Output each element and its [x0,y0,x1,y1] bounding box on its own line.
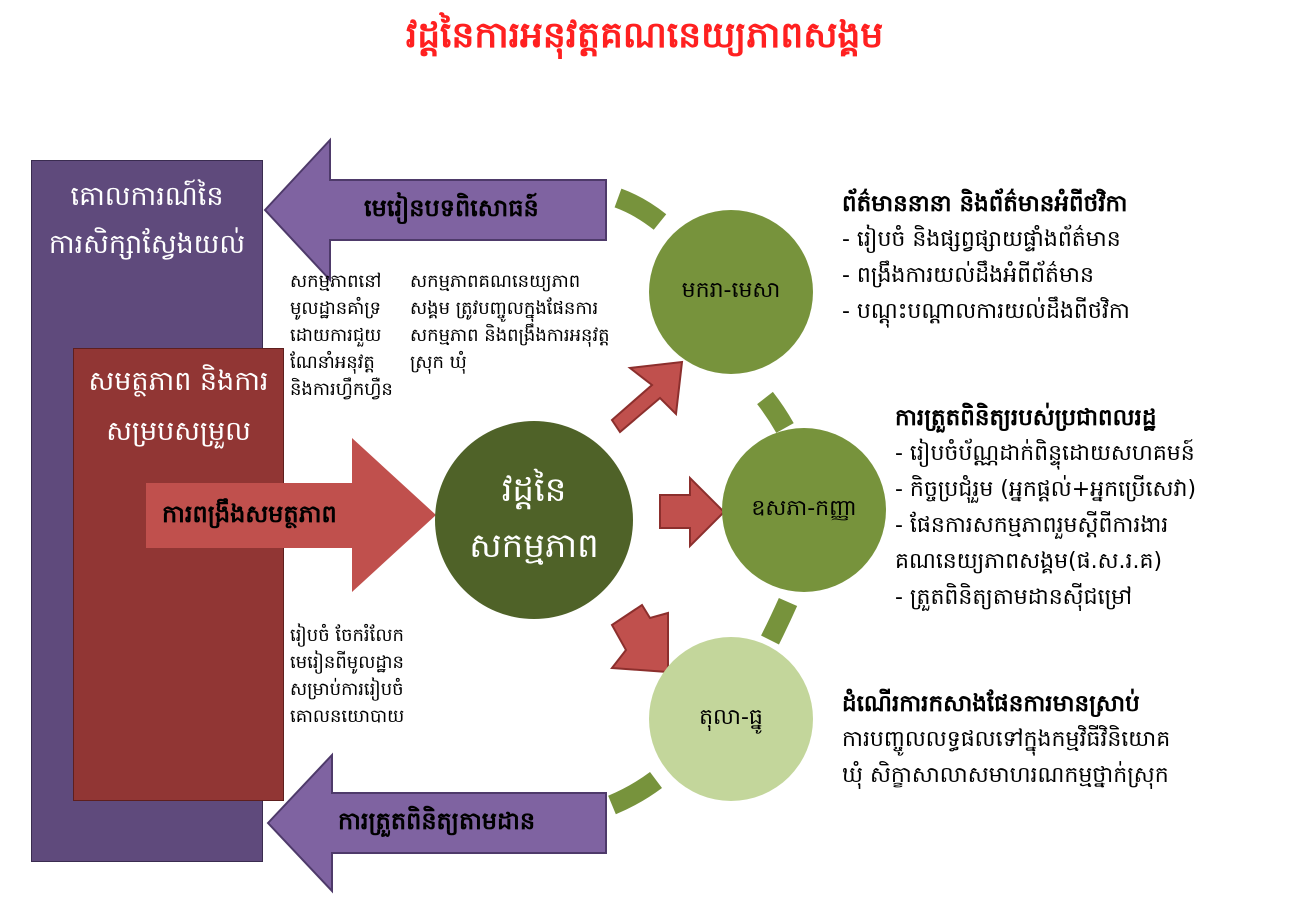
ring-segment-bottom [608,771,662,815]
info-item: - បណ្តុះបណ្តាលការយល់ដឹងពីថវិកា [842,299,1130,324]
planning-item: ឃុំ សិក្ខាសាលាសមាហរណកម្មថ្នាក់ស្រុក [842,763,1169,788]
note-line: ដោយការជួយ [290,325,382,346]
capacity-building-arrow [146,438,436,592]
policy-line-2: ការសិក្សាស្វែងយល់ [48,229,246,260]
middle-circle-label: ឧសភា-កញ្ញា [751,496,857,521]
top-circle [649,210,813,374]
monitoring-item: - កិច្ចប្រជុំរួម (អ្នកផ្តល់+អ្នកប្រើសេវា… [895,477,1197,502]
note-line: ណែនាំអនុវត្ត [290,352,375,373]
monitoring-item: - ត្រួតពិនិត្យតាមដានស៊ីជម្រៅ [895,585,1133,610]
top-circle-label: មករា-មេសា [681,278,781,303]
note-line: សកម្មភាពនៅ [290,271,382,292]
note-line: គោលនយោបាយ [290,706,405,727]
notes-bottom: រៀបចំ ចែករំលែក មេរៀនពីមូលដ្ឋាន សម្រាប់កា… [290,622,404,730]
note-line: មេរៀនពីមូលដ្ឋាន [290,652,404,673]
note-line: សម្រាប់ការរៀបចំ [290,679,404,700]
capacity-building-label: ការពង្រឹងសមត្ថភាព [162,500,337,528]
monitoring-item: - ផែនការសកម្មភាពរួមស្តីពីការងារ [895,513,1169,538]
center-label-line-2: សកម្មភាព [469,526,599,566]
bottom-circle-label: តុលា-ធ្នូ [699,705,763,730]
bottom-circle [649,637,813,801]
note-line: សង្គម ត្រូវបញ្ចូលក្នុងផែនការ [410,298,599,319]
middle-circle [722,428,886,592]
monitoring-item: គណនេយ្យភាពសង្គម(ផ.ស.រ.គ) [895,549,1163,574]
note-line: មូលដ្ឋានគាំទ្រ [290,298,382,319]
page-title: វដ្តនៃការអនុវត្តគណនេយ្យភាពសង្គម [405,15,884,56]
center-circle-label: វដ្តនៃ សកម្មភាព [435,462,633,574]
note-line: និងការហ្វឹកហ្វឺន [290,379,393,400]
monitoring-heading: ការត្រួតពិនិត្យរបស់ប្រជាពលរដ្ឋ [895,405,1157,431]
planning-item: ការបញ្ចូលលទ្ធផលទៅក្នុងកម្មវិធីវិនិយោគ [842,727,1171,752]
planning-heading: ដំណើរការកសាងផែនការមានស្រាប់ [842,691,1140,717]
monitoring-item: - រៀបចំប័ណ្ណដាក់ពិន្ទុដោយសហគមន៍ [895,441,1195,466]
planning-section: ដំណើរការកសាងផែនការមានស្រាប់ ការបញ្ចូលលទ្… [842,686,1170,794]
policy-line-1: គោលការណ៍នៃ [70,181,224,212]
center-circle [435,421,633,619]
note-line: សកម្មភាពគណនេយ្យភាព [410,271,581,292]
small-arrow-up [610,360,684,434]
small-arrow-right [659,475,726,549]
info-item: - រៀបចំ និងផ្សព្វផ្សាយផ្ទាំងព័ត៌មាន [842,227,1121,252]
notes-column-2: សកម្មភាពគណនេយ្យភាព សង្គម ត្រូវបញ្ចូលក្នុ… [410,268,610,376]
lessons-learned-arrow [263,137,607,283]
capacity-facilitation-box: សមត្ថភាព និងការ សម្របសម្រួល [73,348,284,801]
note-line: រៀបចំ ចែករំលែក [290,625,404,646]
monitoring-label: ការត្រួតពិនិត្យតាមដាន [338,807,536,835]
small-arrow-down [610,603,669,674]
ring-segment-top [614,188,667,230]
monitoring-arrow [266,752,607,894]
ring-segment-lower-right [761,597,798,645]
lessons-learned-label: មេរៀនបទពិសោធន៍ [364,194,539,222]
info-section: ព័ត៌មាននានា និងព័ត៌មានអំពីថវិកា - រៀបចំ … [842,186,1130,330]
monitoring-section: ការត្រួតពិនិត្យរបស់ប្រជាពលរដ្ឋ - រៀបចំប័… [895,400,1196,616]
notes-column-1: សកម្មភាពនៅ មូលដ្ឋានគាំទ្រ ដោយការជួយ ណែនា… [290,268,393,403]
note-line: សកម្មភាព និងពង្រឹងការអនុវត្ត [410,325,610,346]
info-heading: ព័ត៌មាននានា និងព័ត៌មានអំពីថវិកា [842,191,1128,217]
note-line: ស្រុក ឃុំ [410,352,467,373]
capacity-line-1: សមត្ថភាព និងការ [88,366,269,397]
capacity-line-2: សម្របសម្រួល [106,416,251,447]
info-item: - ពង្រឹងការយល់ដឹងអំពីព័ត៌មាន [842,263,1094,288]
center-label-line-1: វដ្តនៃ [501,470,567,510]
ring-segment-upper-right [757,391,794,433]
